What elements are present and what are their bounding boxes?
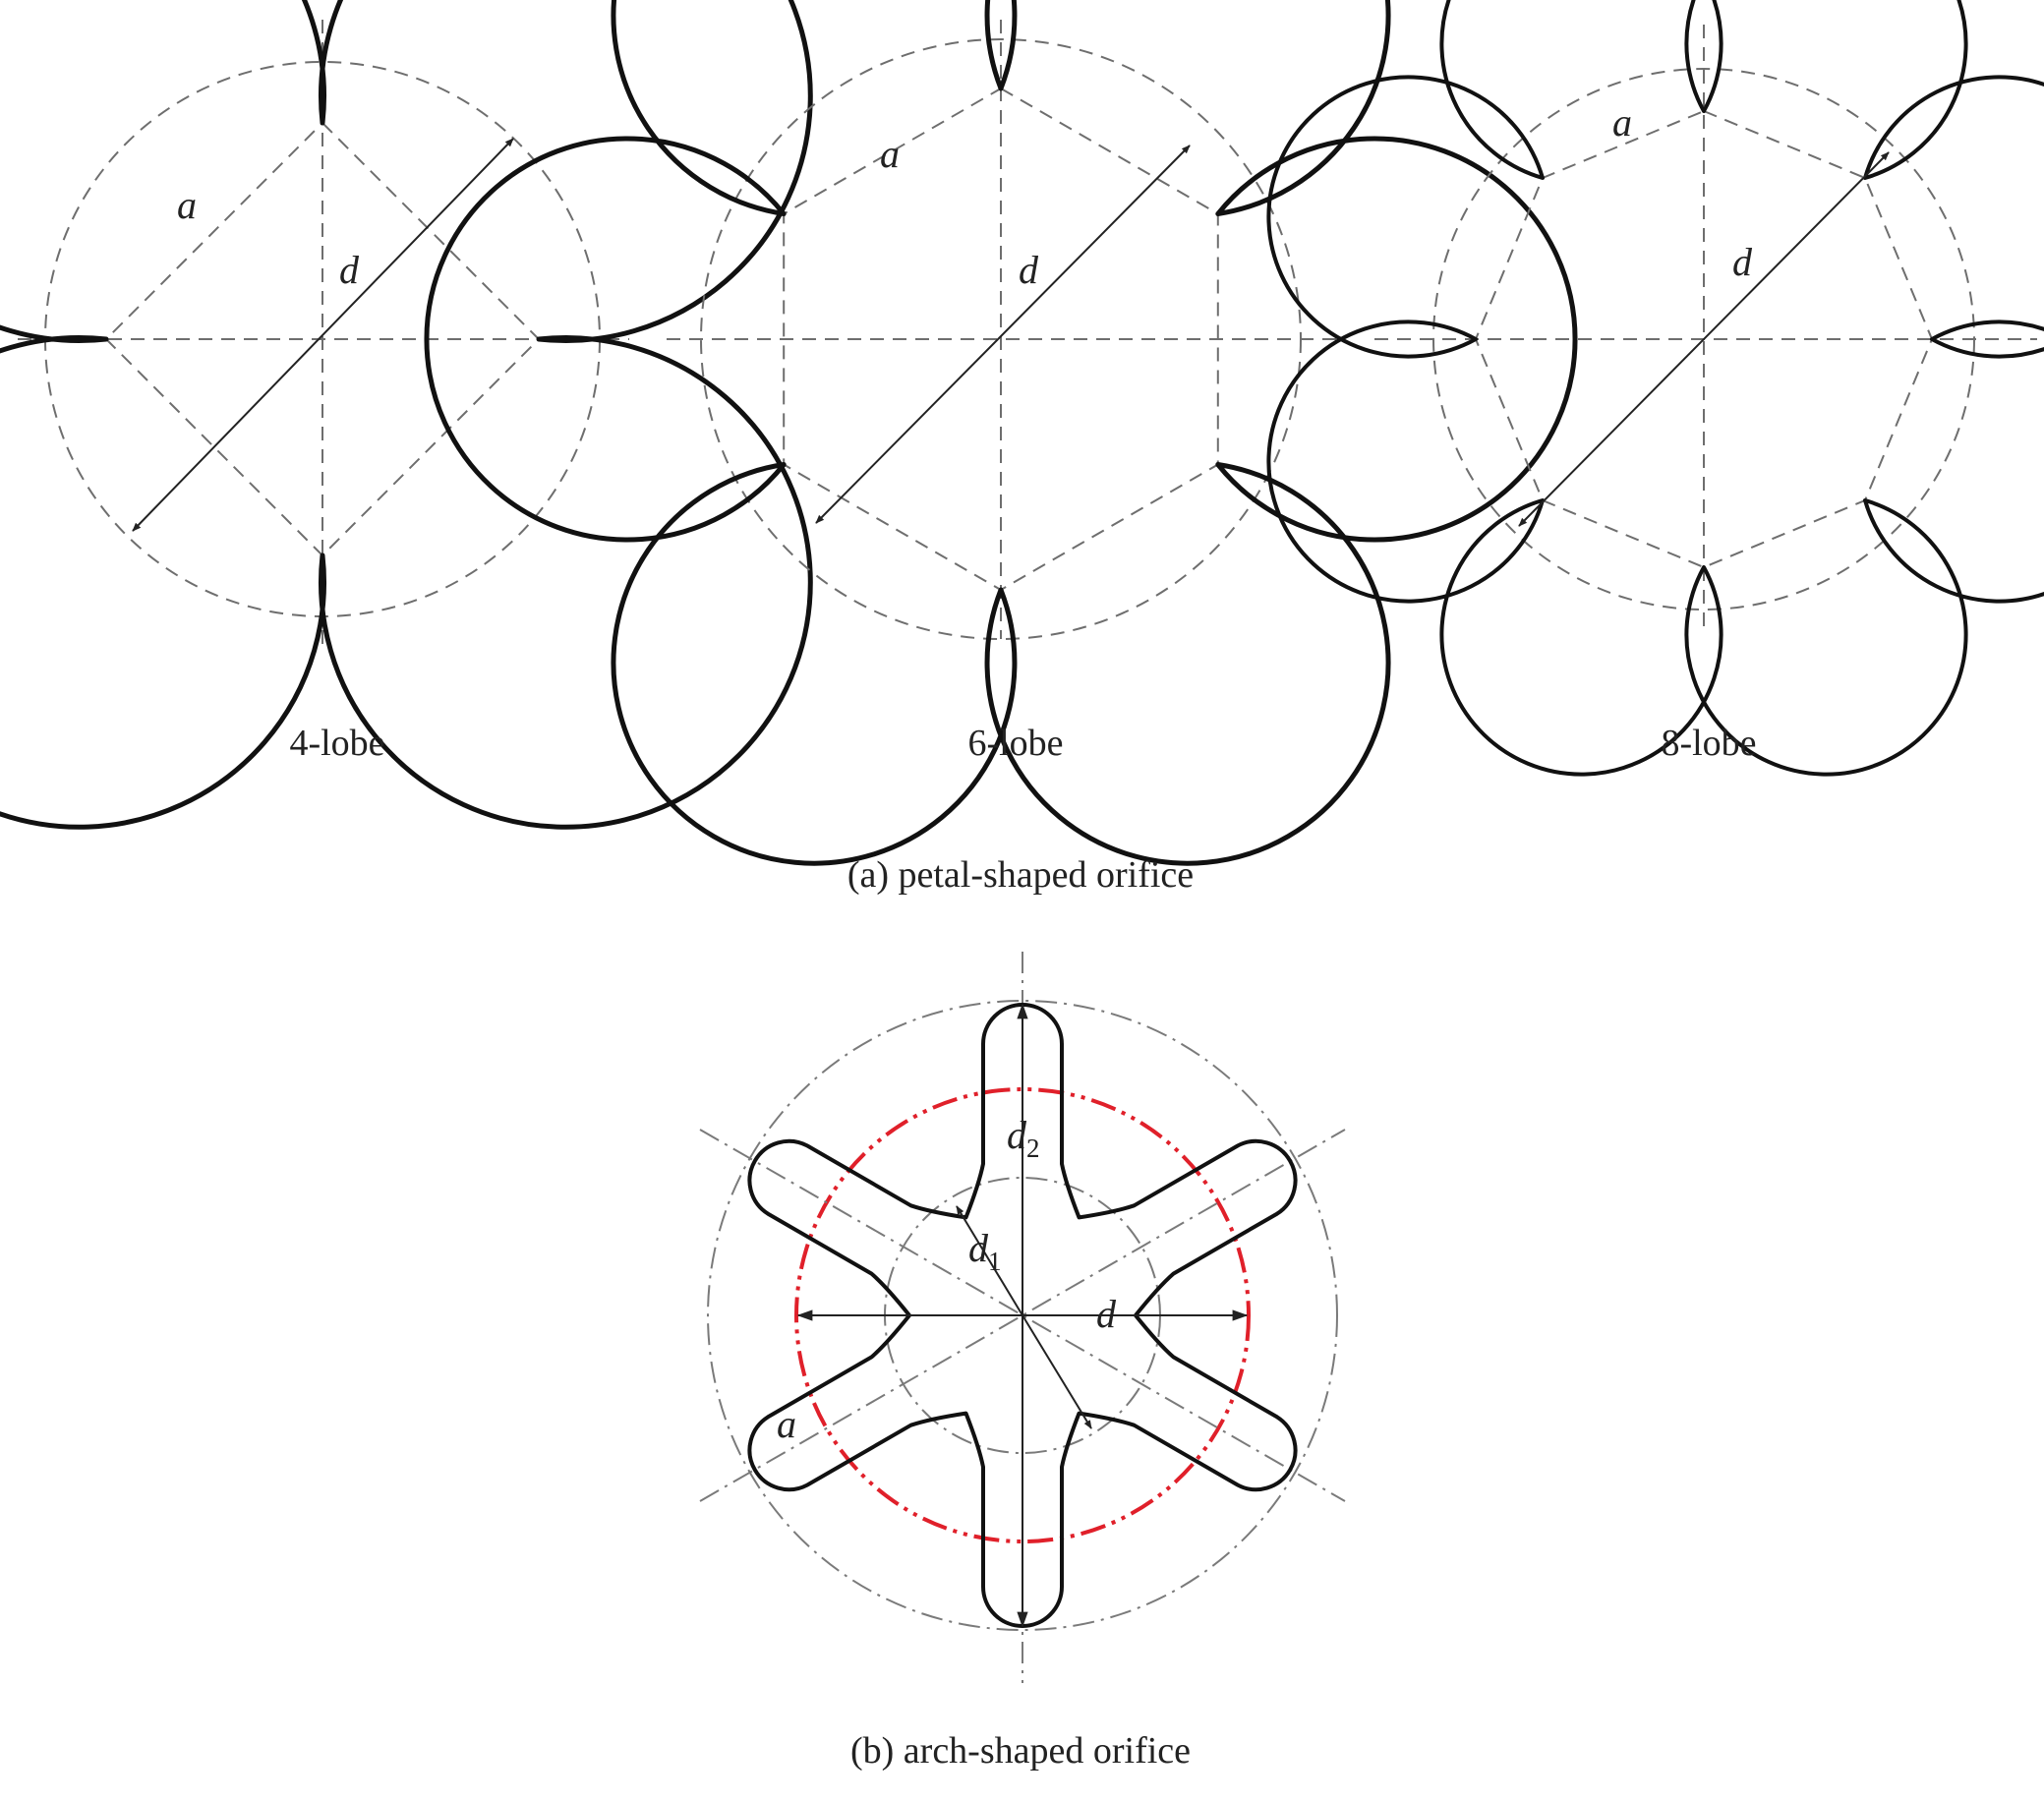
eight-lobe-outline: [1266, 0, 2044, 777]
arch-orifice-outline: [747, 1003, 1298, 1628]
eight-lobe-diagram: a d 8-lobe: [1266, 0, 2044, 777]
pitch-circle: [700, 38, 1302, 640]
diameter-dimension: [1518, 151, 1890, 527]
label-6-lobe: 6-lobe: [967, 723, 1063, 764]
six-lobe-outline: [424, 0, 1578, 866]
symbol-d: d: [1096, 1292, 1117, 1336]
dimension-d1-lower: [1022, 1314, 1092, 1429]
symbol-a: a: [880, 132, 900, 176]
symbol-d: d: [339, 248, 360, 292]
diameter-dimension: [132, 138, 514, 532]
caption-panel-b: (b) arch-shaped orifice: [850, 1730, 1191, 1772]
four-lobe-diagram: a d 4-lobe: [0, 0, 813, 830]
symbol-a: a: [777, 1402, 796, 1446]
label-8-lobe: 8-lobe: [1661, 723, 1756, 764]
red-pitch-circle: [794, 1087, 1251, 1543]
label-4-lobe: 4-lobe: [289, 723, 384, 764]
symbol-a: a: [177, 183, 197, 227]
symbol-a: a: [1612, 100, 1632, 145]
symbol-d2: d2: [1007, 1113, 1040, 1163]
six-lobe-diagram: a d 6-lobe: [424, 0, 1578, 866]
pitch-circle: [1432, 68, 1975, 610]
caption-panel-a: (a) petal-shaped orifice: [847, 854, 1194, 896]
axis-diagonal-1: [699, 1129, 1346, 1502]
dimension-d1: [956, 1205, 1023, 1316]
symbol-d: d: [1019, 248, 1039, 292]
outer-circle: [707, 1000, 1338, 1631]
four-lobe-outline: [0, 0, 813, 830]
panel-a: a d 4-lobe a d 6-lobe a d 8-lobe: [0, 0, 2044, 896]
symbol-d1: d1: [968, 1226, 1002, 1276]
panel-b: d2 d1 d a (b) arch-shaped orifice: [699, 952, 1346, 1772]
diameter-dimension: [815, 145, 1191, 524]
axis-diagonal-2: [699, 1129, 1346, 1502]
symbol-d: d: [1732, 240, 1753, 284]
